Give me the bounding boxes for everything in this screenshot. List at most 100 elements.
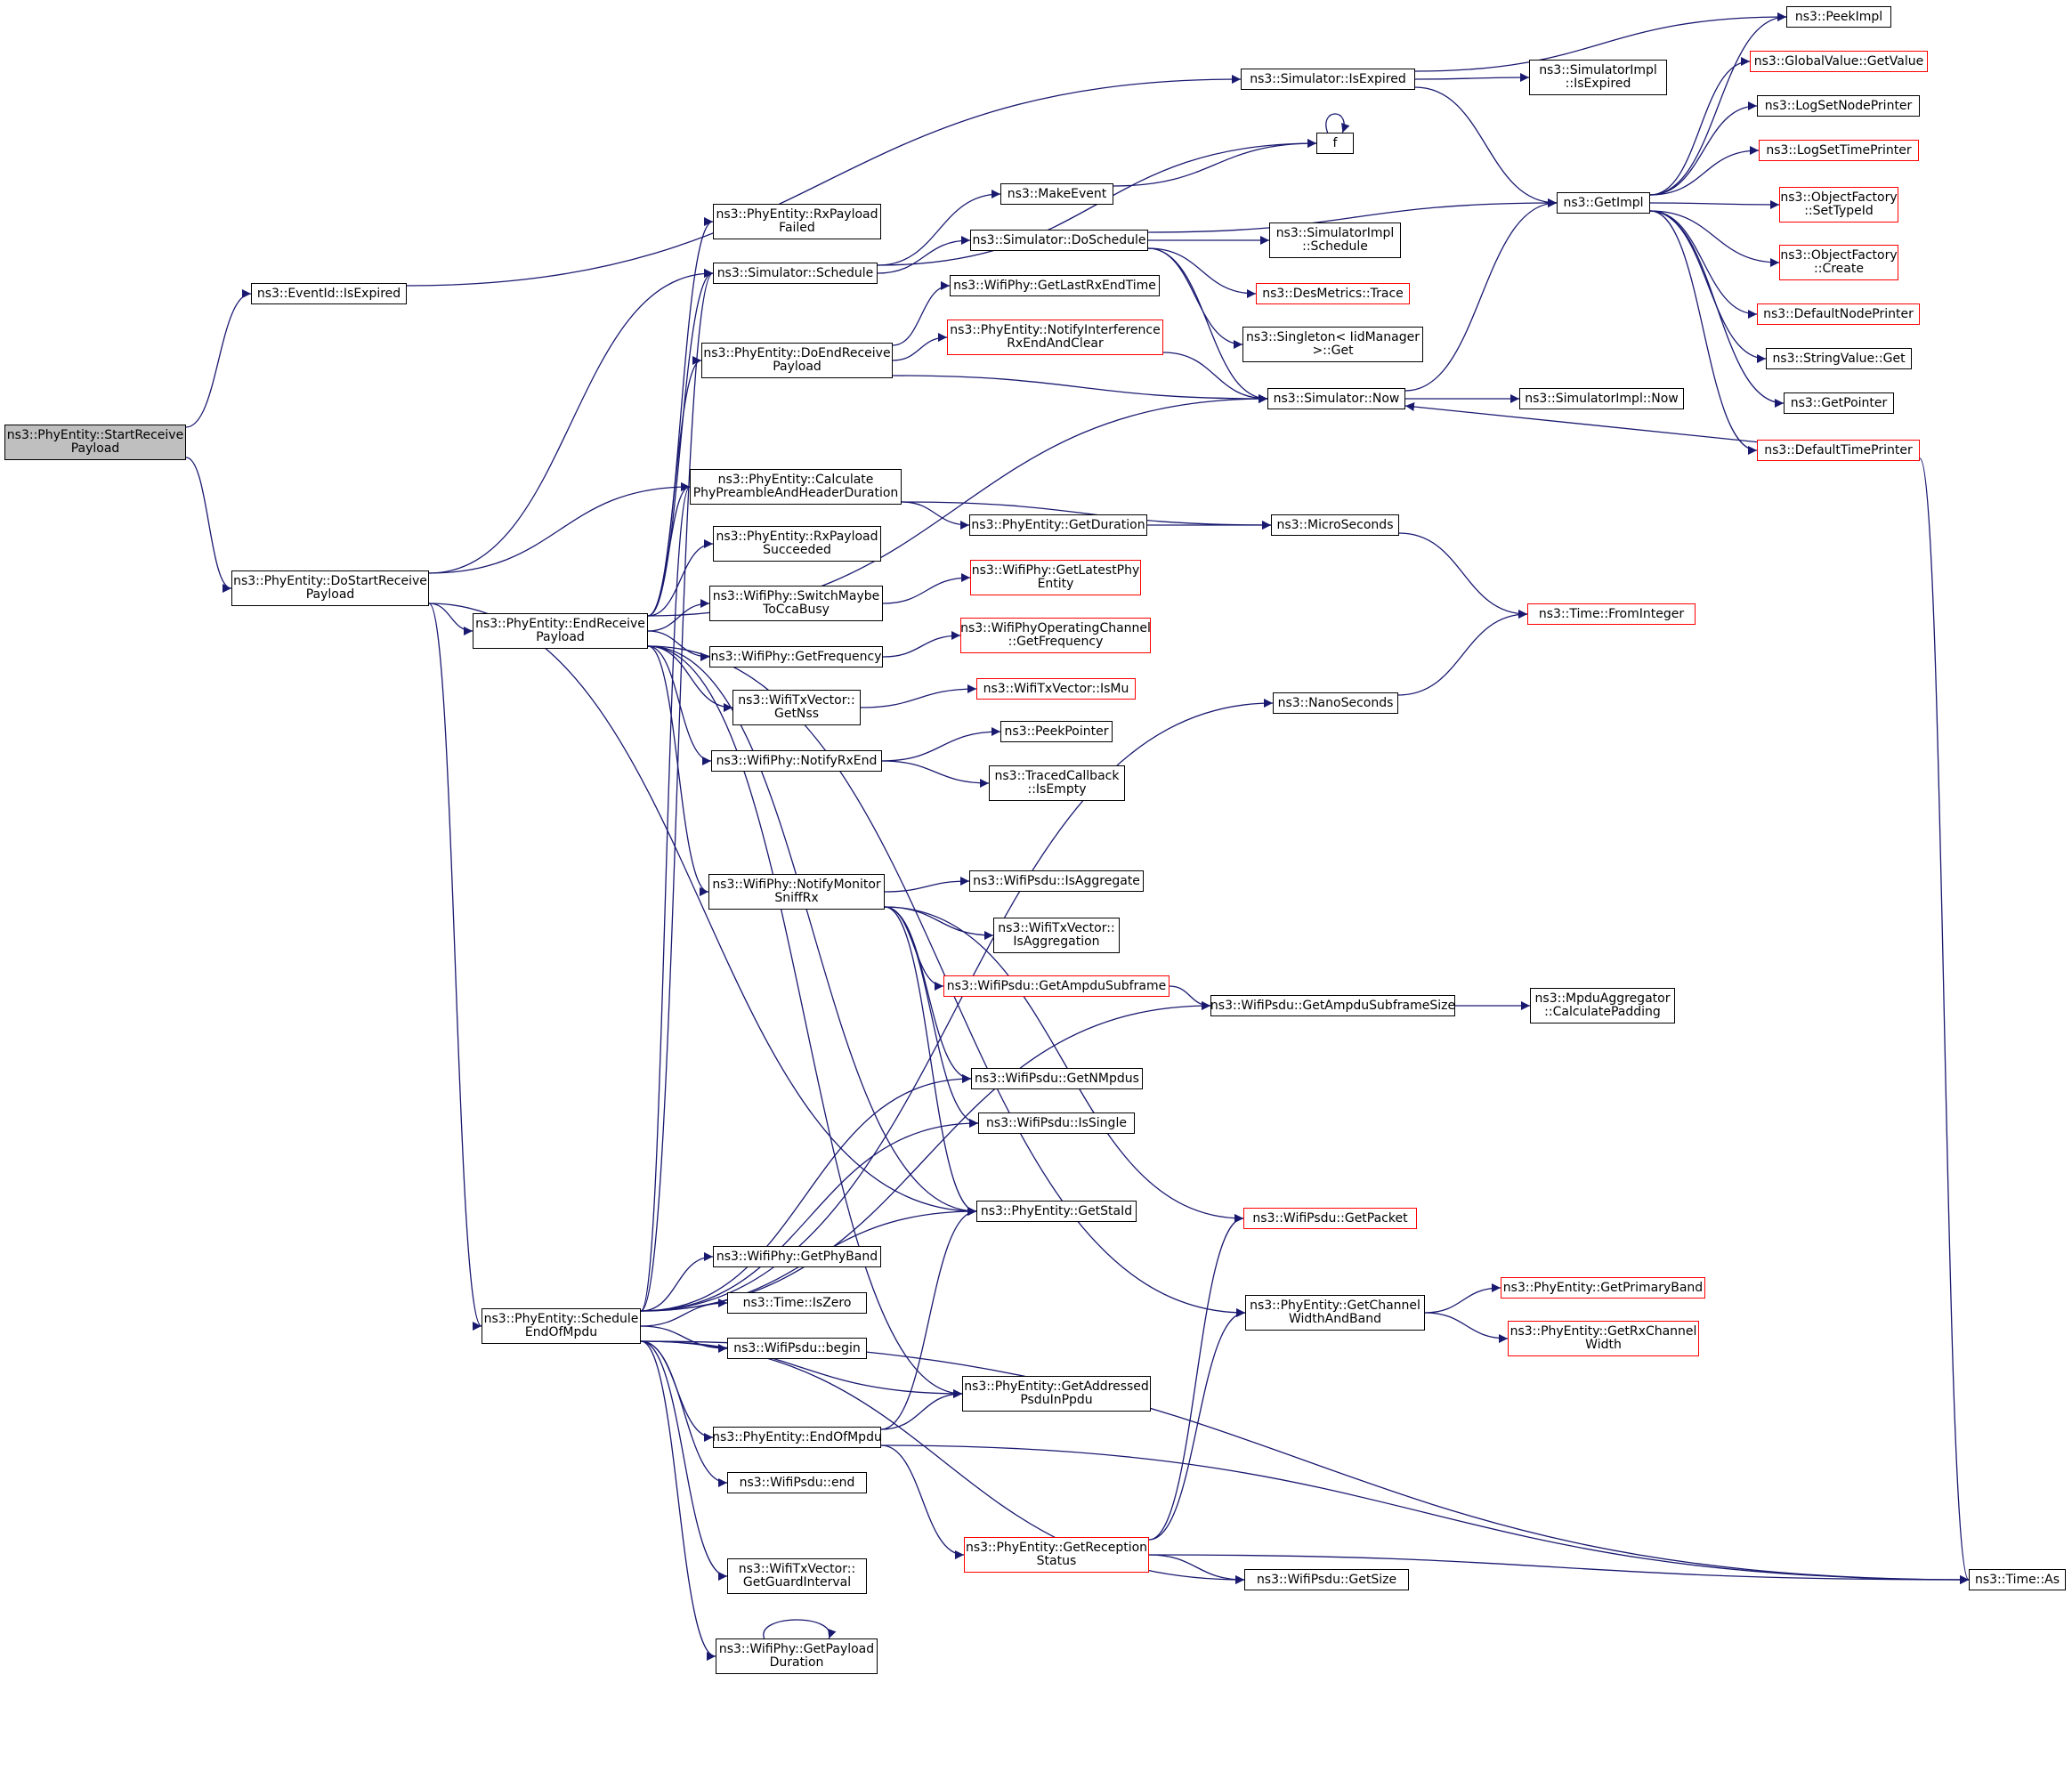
edge-sim-do-schedule-to-des-metrics-trace (1147, 247, 1257, 298)
node-psdu-begin[interactable]: ns3::WifiPsdu::begin (727, 1338, 867, 1359)
node-schedule-end-of-mpdu[interactable]: ns3::PhyEntity::Schedule EndOfMpdu (482, 1308, 641, 1344)
node-log-set-node-printer[interactable]: ns3::LogSetNodePrinter (1757, 95, 1920, 117)
node-get-ampdu-subframe[interactable]: ns3::WifiPsdu::GetAmpduSubframe (943, 975, 1170, 997)
edge-do-start-rx-to-sim-schedule (428, 269, 714, 574)
edge-end-rx-to-get-nss (647, 645, 733, 712)
node-micro-seconds[interactable]: ns3::MicroSeconds (1271, 514, 1399, 536)
node-sim-do-schedule[interactable]: ns3::Simulator::DoSchedule (970, 230, 1148, 251)
edge-get-impl-to-get-pointer (1649, 210, 1785, 408)
edge-do-start-rx-to-calc-preamble (428, 482, 691, 574)
node-psdu-get-size[interactable]: ns3::WifiPsdu::GetSize (1244, 1569, 1409, 1590)
node-sim-schedule[interactable]: ns3::Simulator::Schedule (713, 263, 878, 284)
edge-f-to-f (1325, 113, 1350, 134)
node-get-ampdu-subframe-size[interactable]: ns3::WifiPsdu::GetAmpduSubframeSize (1210, 995, 1455, 1016)
node-get-reception-status[interactable]: ns3::PhyEntity::GetReception Status (964, 1537, 1149, 1573)
edge-default-time-printer-to-sim-now (1404, 402, 1758, 443)
edge-get-reception-status-to-psdu-get-size (1148, 1554, 1245, 1584)
node-f[interactable]: f (1316, 133, 1354, 154)
node-sim-impl-is-expired[interactable]: ns3::SimulatorImpl ::IsExpired (1529, 60, 1667, 95)
node-psdu-end[interactable]: ns3::WifiPsdu::end (727, 1472, 867, 1493)
node-of-create[interactable]: ns3::ObjectFactory ::Create (1779, 245, 1898, 280)
edge-get-reception-status-to-time-as (1148, 1554, 1970, 1584)
node-psdu-is-aggregate[interactable]: ns3::WifiPsdu::IsAggregate (969, 870, 1144, 892)
node-notify-monitor[interactable]: ns3::WifiPhy::NotifyMonitor SniffRx (708, 874, 885, 910)
node-peek-pointer[interactable]: ns3::PeekPointer (1000, 721, 1113, 742)
edge-do-end-rx-to-get-last-rx-end-time (892, 281, 951, 346)
node-start-rx: ns3::PhyEntity::StartReceive Payload (4, 425, 186, 460)
node-calc-preamble[interactable]: ns3::PhyEntity::Calculate PhyPreambleAnd… (690, 469, 902, 505)
node-peek-impl[interactable]: ns3::PeekImpl (1786, 6, 1891, 28)
node-event-id-is-expired[interactable]: ns3::EventId::IsExpired (251, 283, 407, 304)
node-switch-maybe[interactable]: ns3::WifiPhy::SwitchMaybe ToCcaBusy (709, 586, 883, 621)
node-global-value-get-value[interactable]: ns3::GlobalValue::GetValue (1750, 51, 1928, 72)
edge-event-id-is-expired-to-sim-is-expired (406, 75, 1242, 287)
node-calc-padding[interactable]: ns3::MpduAggregator ::CalculatePadding (1530, 988, 1675, 1024)
node-end-rx[interactable]: ns3::PhyEntity::EndReceive Payload (473, 613, 648, 649)
node-do-end-rx[interactable]: ns3::PhyEntity::DoEndReceive Payload (701, 343, 893, 378)
node-sim-impl-now[interactable]: ns3::SimulatorImpl::Now (1519, 388, 1684, 409)
node-time-as[interactable]: ns3::Time::As (1969, 1569, 2066, 1590)
node-get-guard-interval[interactable]: ns3::WifiTxVector:: GetGuardInterval (727, 1558, 867, 1594)
node-tx-is-aggregation[interactable]: ns3::WifiTxVector:: IsAggregation (993, 918, 1120, 953)
node-time-is-zero[interactable]: ns3::Time::IsZero (727, 1292, 867, 1314)
node-default-node-printer[interactable]: ns3::DefaultNodePrinter (1757, 303, 1920, 325)
edge-end-rx-to-sim-now (647, 394, 1268, 617)
edge-get-payload-duration-to-get-payload-duration (763, 1619, 837, 1639)
node-default-time-printer[interactable]: ns3::DefaultTimePrinter (1757, 440, 1920, 461)
node-get-channel-width-and-band[interactable]: ns3::PhyEntity::GetChannel WidthAndBand (1245, 1295, 1425, 1331)
node-get-duration[interactable]: ns3::PhyEntity::GetDuration (969, 514, 1147, 536)
node-is-single[interactable]: ns3::WifiPsdu::IsSingle (978, 1112, 1135, 1134)
node-notify-rx-end[interactable]: ns3::WifiPhy::NotifyRxEnd (711, 750, 882, 772)
node-nano-seconds[interactable]: ns3::NanoSeconds (1273, 692, 1398, 714)
node-get-primary-band[interactable]: ns3::PhyEntity::GetPrimaryBand (1501, 1277, 1705, 1299)
node-do-start-rx[interactable]: ns3::PhyEntity::DoStartReceive Payload (231, 570, 429, 606)
edge-notify-interference-to-sim-now (1162, 352, 1268, 403)
node-make-event[interactable]: ns3::MakeEvent (1000, 183, 1113, 205)
edge-nano-seconds-to-time-from-integer (1397, 610, 1528, 696)
node-get-impl[interactable]: ns3::GetImpl (1557, 192, 1650, 214)
edge-end-rx-to-get-frequency (647, 630, 710, 661)
node-get-sta-id[interactable]: ns3::PhyEntity::GetStaId (976, 1201, 1137, 1222)
node-get-n-mpdus[interactable]: ns3::WifiPsdu::GetNMpdus (971, 1068, 1143, 1089)
node-end-of-mpdu[interactable]: ns3::PhyEntity::EndOfMpdu (712, 1427, 882, 1448)
edge-sim-do-schedule-to-sim-now (1147, 247, 1268, 403)
node-get-last-rx-end-time[interactable]: ns3::WifiPhy::GetLastRxEndTime (950, 275, 1160, 296)
edge-notify-rx-end-to-peek-pointer (881, 727, 1001, 762)
edge-sim-do-schedule-to-get-impl (1147, 198, 1558, 233)
node-sim-now[interactable]: ns3::Simulator::Now (1267, 388, 1405, 409)
edge-do-start-rx-to-end-rx (428, 603, 473, 635)
node-get-nss[interactable]: ns3::WifiTxVector:: GetNss (732, 690, 861, 725)
node-sim-is-expired[interactable]: ns3::Simulator::IsExpired (1241, 69, 1415, 90)
node-sim-impl-schedule[interactable]: ns3::SimulatorImpl ::Schedule (1269, 222, 1401, 258)
node-get-payload-duration[interactable]: ns3::WifiPhy::GetPayload Duration (716, 1638, 878, 1674)
edge-do-start-rx-to-schedule-end-of-mpdu (428, 603, 482, 1331)
node-notify-interference[interactable]: ns3::PhyEntity::NotifyInterference RxEnd… (947, 320, 1163, 355)
node-string-value-get[interactable]: ns3::StringValue::Get (1766, 348, 1912, 369)
edge-get-impl-to-string-value-get (1649, 210, 1767, 363)
node-get-phy-band[interactable]: ns3::WifiPhy::GetPhyBand (713, 1246, 881, 1267)
edge-sim-is-expired-to-peek-impl (1414, 12, 1787, 72)
node-of-set-type-id[interactable]: ns3::ObjectFactory ::SetTypeId (1779, 187, 1898, 222)
node-get-frequency[interactable]: ns3::WifiPhy::GetFrequency (709, 646, 883, 668)
edge-schedule-end-of-mpdu-to-get-guard-interval (640, 1340, 728, 1581)
edge-start-rx-to-do-start-rx (185, 457, 232, 593)
edge-default-time-printer-to-time-as (1919, 457, 1970, 1584)
node-op-chan-get-frequency[interactable]: ns3::WifiPhyOperatingChannel ::GetFreque… (960, 618, 1151, 653)
node-log-set-time-printer[interactable]: ns3::LogSetTimePrinter (1759, 140, 1919, 161)
node-get-addressed-psdu[interactable]: ns3::PhyEntity::GetAddressed PsduInPpdu (962, 1376, 1151, 1412)
edge-schedule-end-of-mpdu-to-get-payload-duration (640, 1340, 716, 1661)
node-traced-is-empty[interactable]: ns3::TracedCallback ::IsEmpty (989, 765, 1125, 801)
edge-schedule-end-of-mpdu-to-calc-preamble (640, 482, 691, 1312)
node-get-latest-phy-entity[interactable]: ns3::WifiPhy::GetLatestPhy Entity (970, 560, 1141, 595)
node-rx-payload-succeeded[interactable]: ns3::PhyEntity::RxPayload Succeeded (713, 526, 881, 562)
node-rx-payload-failed[interactable]: ns3::PhyEntity::RxPayload Failed (713, 204, 881, 239)
node-get-rx-channel-width[interactable]: ns3::PhyEntity::GetRxChannel Width (1508, 1321, 1699, 1356)
node-time-from-integer[interactable]: ns3::Time::FromInteger (1527, 603, 1696, 625)
node-is-mu[interactable]: ns3::WifiTxVector::IsMu (976, 678, 1136, 700)
node-get-packet[interactable]: ns3::WifiPsdu::GetPacket (1243, 1208, 1417, 1229)
node-get-pointer[interactable]: ns3::GetPointer (1784, 392, 1894, 414)
node-singleton-get[interactable]: ns3::Singleton< IidManager >::Get (1242, 327, 1423, 362)
node-des-metrics-trace[interactable]: ns3::DesMetrics::Trace (1256, 283, 1410, 304)
edge-schedule-end-of-mpdu-to-psdu-get-size (640, 1340, 1245, 1584)
